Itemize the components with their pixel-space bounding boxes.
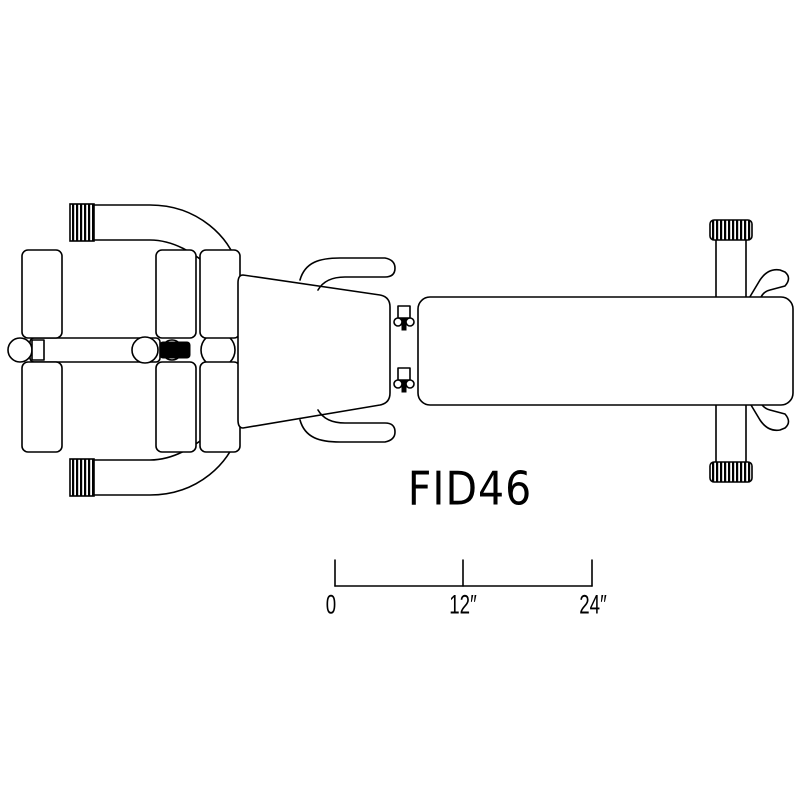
seat-pad [237, 274, 391, 429]
model-label: FID46 [407, 462, 533, 516]
back-pad [417, 296, 794, 406]
foam-rollers [21, 249, 241, 453]
adjustment-knobs [393, 305, 415, 393]
scale-tick-12: 12″ [449, 590, 477, 621]
knurled-grip-upper [69, 203, 95, 242]
side-handles [299, 257, 396, 443]
scale-tick-0: 0 [325, 590, 337, 621]
leg-roller-shaft [7, 332, 236, 368]
leg-hold-down-arms [69, 203, 237, 497]
scale-tick-24: 24″ [579, 590, 607, 621]
knurled-grip-lower [69, 458, 95, 497]
knurled-foot-lower [709, 461, 753, 483]
scale-bar [334, 559, 593, 587]
knurled-foot-upper [709, 219, 753, 241]
